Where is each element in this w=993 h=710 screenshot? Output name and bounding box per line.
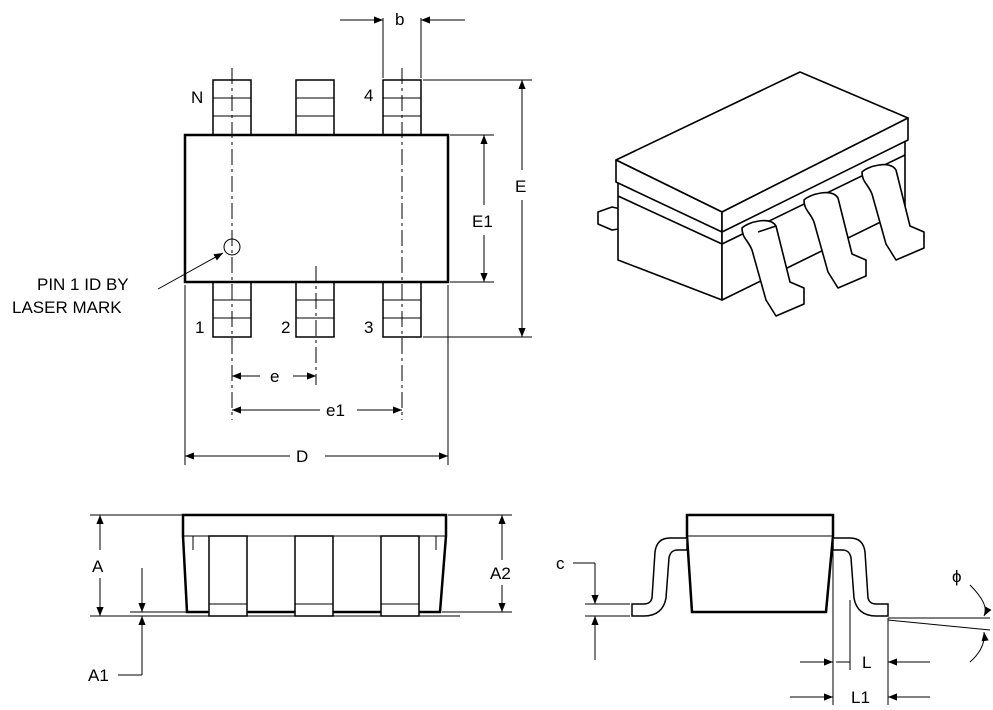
lower-pins <box>212 281 422 338</box>
side-view: A A1 A2 <box>88 513 512 685</box>
end-view: c ϕ L L1 <box>556 513 992 707</box>
dim-E-label: E <box>515 177 526 196</box>
dim-A1-label: A1 <box>88 666 109 685</box>
dim-e-label: e <box>270 367 279 386</box>
dim-phi-label: ϕ <box>952 567 962 586</box>
isometric-view <box>597 71 925 317</box>
pin-label-2: 2 <box>281 318 290 337</box>
upper-pins <box>212 79 422 136</box>
pin-label-1: 1 <box>195 318 204 337</box>
dim-e1-label: e1 <box>326 401 345 420</box>
dim-c-label: c <box>556 554 565 573</box>
dim-b-label: b <box>395 10 404 29</box>
pin1-id-text-line2: LASER MARK <box>12 298 122 317</box>
dim-L-label: L <box>862 653 871 672</box>
pin1-marker <box>223 238 241 256</box>
dim-A2-label: A2 <box>490 564 511 583</box>
dim-E1-label: E1 <box>472 212 493 231</box>
dim-D-label: D <box>296 447 308 466</box>
package-body <box>183 133 450 284</box>
dim-A-label: A <box>92 557 104 576</box>
pin-label-n: N <box>191 88 203 107</box>
pin1-id-text-line1: PIN 1 ID BY <box>37 275 129 294</box>
pin-label-4: 4 <box>364 86 373 105</box>
top-view: N 4 1 2 3 b E E1 e e1 D PIN 1 ID BY LASE… <box>12 10 532 466</box>
pin-label-3: 3 <box>364 318 373 337</box>
dim-L1-label: L1 <box>851 688 870 707</box>
